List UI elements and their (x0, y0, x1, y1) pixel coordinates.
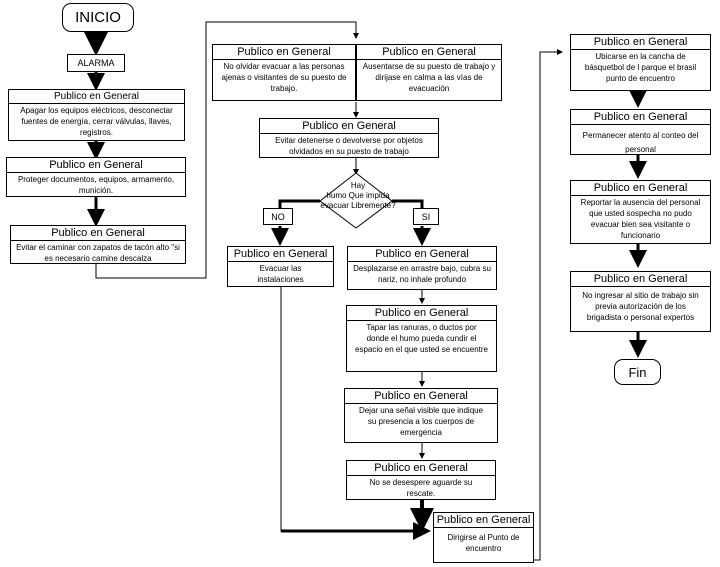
step-text: Evitar el caminar con zapatos de tacón a… (16, 243, 180, 263)
step-header: Publico en General (7, 158, 185, 173)
step-text: Evacuar las instalaciones (257, 264, 304, 284)
decision-question: Hay humo Que impida evacuar Libremente? (320, 181, 396, 210)
step-text: No ingresar al sitio de trabajo sin prev… (582, 291, 699, 322)
step-header: Publico en General (11, 226, 185, 241)
step-box-report: Publico en General Reportar la ausencia … (570, 180, 711, 244)
decision-diamond (319, 172, 393, 229)
step-text: Ausentarse de su puesto de trabajo y dir… (362, 62, 496, 93)
step-text: Ubicarse en la cancha de básquetbol de l… (584, 52, 697, 83)
start-terminal: INICIO (62, 3, 134, 32)
step-text: Desplazarse en arrastre bajo, cubra su n… (353, 264, 491, 284)
step-header: Publico en General (357, 45, 501, 60)
step-header: Publico en General (345, 389, 497, 404)
step-header: Publico en General (228, 247, 333, 262)
decision-yes-label: SI (413, 208, 439, 225)
step-box-visitors: Publico en General No olvidar evacuar a … (212, 44, 356, 101)
step-box-no-entry: Publico en General No ingresar al sitio … (570, 271, 711, 332)
alarm-box: ALARMA (67, 54, 125, 72)
step-text: Permanecer atento al conteo del personal (582, 131, 699, 154)
step-text: Apagar los equipos eléctricos, desconect… (20, 106, 173, 137)
end-terminal: Fin (614, 359, 661, 385)
step-box-no-return: Publico en General Evitar detenerse o de… (259, 118, 439, 158)
step-box-meeting-point: Publico en General Dirigirse al Punto de… (433, 512, 534, 563)
end-label: Fin (628, 364, 647, 380)
step-text: Dirigirse al Punto de encuentro (447, 533, 520, 553)
decision-no-label: NO (263, 208, 293, 225)
start-label: INICIO (75, 9, 121, 26)
step-box-count: Publico en General Permanecer atento al … (570, 109, 711, 155)
step-header: Publico en General (348, 247, 496, 262)
step-box-crawl: Publico en General Desplazarse en arrast… (347, 246, 497, 290)
step-text: No se desespere aguarde su rescate. (369, 478, 473, 498)
step-text: Reportar la ausencia del personal que us… (580, 198, 701, 240)
step-box-protect: Publico en General Proteger documentos, … (6, 157, 186, 197)
step-header: Publico en General (260, 119, 438, 134)
branch-no (278, 199, 320, 208)
step-header: Publico en General (347, 306, 496, 321)
step-box-signal: Publico en General Dejar una señal visib… (344, 388, 498, 443)
step-box-wait: Publico en General No se desespere aguar… (346, 460, 496, 500)
step-text: Proteger documentos, equipos, armamento,… (17, 175, 175, 195)
step-header: Publico en General (571, 181, 710, 196)
step-header: Publico en General (347, 461, 495, 476)
step-header: Publico en General (213, 45, 355, 60)
step-box-shoes: Publico en General Evitar el caminar con… (10, 225, 186, 264)
alarm-label: ALARMA (77, 58, 115, 68)
step-header: Publico en General (571, 272, 710, 287)
step-text: Tapar las ranuras, o ductos por donde el… (355, 323, 488, 354)
step-box-shutdown: Publico en General Apagar los equipos el… (8, 89, 185, 141)
step-text: Dejar una señal visible que indique su p… (358, 406, 484, 437)
connector-col1-col2 (95, 21, 359, 279)
step-box-leave-post: Publico en General Ausentarse de su pues… (356, 44, 502, 101)
branch-yes (392, 199, 424, 208)
step-header: Publico en General (9, 90, 184, 104)
step-header: Publico en General (571, 35, 710, 50)
step-header: Publico en General (434, 513, 533, 528)
step-header: Publico en General (571, 110, 710, 125)
step-box-evacuate: Publico en General Evacuar las instalaci… (227, 246, 334, 287)
step-text: No olvidar evacuar a las personas ajenas… (221, 62, 347, 93)
step-box-seal: Publico en General Tapar las ranuras, o … (346, 305, 497, 372)
step-box-court: Publico en General Ubicarse en la cancha… (570, 34, 711, 91)
step-text: Evitar detenerse o devolverse por objeto… (275, 136, 423, 156)
